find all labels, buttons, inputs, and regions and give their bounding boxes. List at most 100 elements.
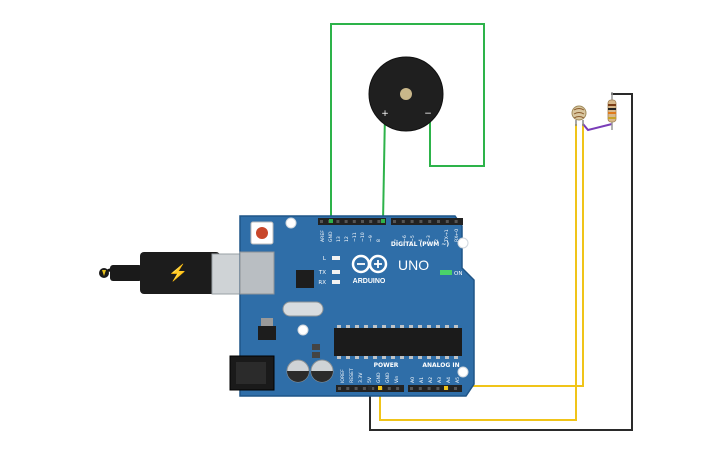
mounting-hole [457,237,469,249]
chip-pin [346,356,350,359]
header-hole[interactable] [445,220,449,223]
led-label-rx: RX [318,280,326,286]
led-label-l: L [323,256,327,262]
chip-pin [418,325,422,328]
power-pin-label: RESET [349,368,355,383]
chip-pin [346,325,350,328]
digital-pin-label: 8 [376,239,382,242]
header-hole[interactable] [436,387,440,390]
mounting-hole [285,217,297,229]
model-label: UNO [398,257,429,273]
chip-pin [337,356,341,359]
analog-pin-label: A5 [455,377,461,383]
header-hole[interactable] [396,387,400,390]
resistor[interactable] [607,92,617,130]
yellow-wire-ldr-5v[interactable] [379,124,577,421]
header-hole[interactable] [361,220,364,223]
digital-pin-label: 4 [418,239,424,242]
chip-pin [400,356,404,359]
header-hole[interactable] [410,220,414,223]
usb-icon: ⚡ [168,263,188,282]
usb-chip [296,270,314,288]
led-tx [332,270,340,274]
chip-pin [436,325,440,328]
wire-end [368,386,372,390]
header-hole[interactable] [454,387,457,390]
header-hole[interactable] [410,387,413,390]
power-pin-label: 5V [367,376,373,383]
header-hole[interactable] [336,220,340,223]
digital-pin-label: 2 [434,239,440,242]
digital-pin-label: 12 [344,236,350,242]
digital-pin-label: GND [328,231,334,242]
header-hole[interactable] [354,387,358,390]
power-pin-label: GND [385,372,391,383]
power-pin-label: IOREF [340,369,346,383]
chip-pin [355,356,359,359]
wire-end [444,386,448,390]
chip-pin [364,356,368,359]
chip-pin [400,325,404,328]
digital-pin-label: RX←0 [454,229,460,242]
power-label: POWER [374,362,399,369]
header-hole[interactable] [401,220,405,223]
header-hole[interactable] [454,220,458,223]
green-wire-buzzer-plus[interactable] [382,111,386,223]
piezo-buzzer[interactable]: + − [368,56,444,132]
header-hole[interactable] [320,220,323,223]
chip-pin [355,325,359,328]
chip-pin [391,356,395,359]
yellow-wire-ldr-analog[interactable] [446,124,584,387]
chip-pin [391,325,395,328]
led-l [332,256,340,260]
chip-pin [409,325,413,328]
header-hole[interactable] [387,387,391,390]
photoresistor[interactable] [571,105,587,126]
buzzer-plus-label: + [381,109,389,119]
led-label-tx: TX [318,270,326,276]
header-hole[interactable] [427,387,431,390]
chip-pin [454,325,458,328]
led-label-on: ON [454,271,462,277]
digital-pin-label: TX→1 [444,229,450,243]
analog-header [408,385,462,392]
header-hole[interactable] [338,387,341,390]
purple-wire-ldr-resistor[interactable] [582,123,613,132]
chip-pin [436,356,440,359]
chip-pin [364,325,368,328]
power-pin-label: 3.3V [358,372,364,383]
header-hole[interactable] [437,220,440,223]
header-hole[interactable] [428,220,432,223]
chip-pin [427,325,431,328]
chip-pin [445,325,449,328]
header-hole[interactable] [362,387,366,390]
led-on [440,270,452,275]
chip-pin [427,356,431,359]
header-hole[interactable] [419,220,423,223]
power-pin-label: GND [376,372,382,383]
atmega-chip [334,328,462,356]
arduino-logo [351,254,388,274]
digital-pin-label: ~3 [426,235,432,242]
wire-end [329,219,333,223]
analog-pin-label: A1 [419,377,425,383]
header-hole[interactable] [371,387,375,390]
digital-pin-label: ~10 [360,232,366,242]
chip-pin [409,356,413,359]
header-hole[interactable] [377,220,381,223]
header-hole[interactable] [369,220,373,223]
header-hole[interactable] [344,220,348,223]
header-hole[interactable] [393,220,396,223]
green-wire-buzzer-minus[interactable] [330,23,485,222]
mounting-hole [457,366,469,378]
wire-end [381,219,385,223]
digital-pin-label: ~6 [402,235,408,242]
brand-label: ARDUINO [353,278,386,285]
header-hole[interactable] [346,387,350,390]
header-hole[interactable] [418,387,422,390]
digital-header-left [318,218,386,225]
header-hole[interactable] [352,220,356,223]
analog-in-label: ANALOG IN [422,362,459,369]
